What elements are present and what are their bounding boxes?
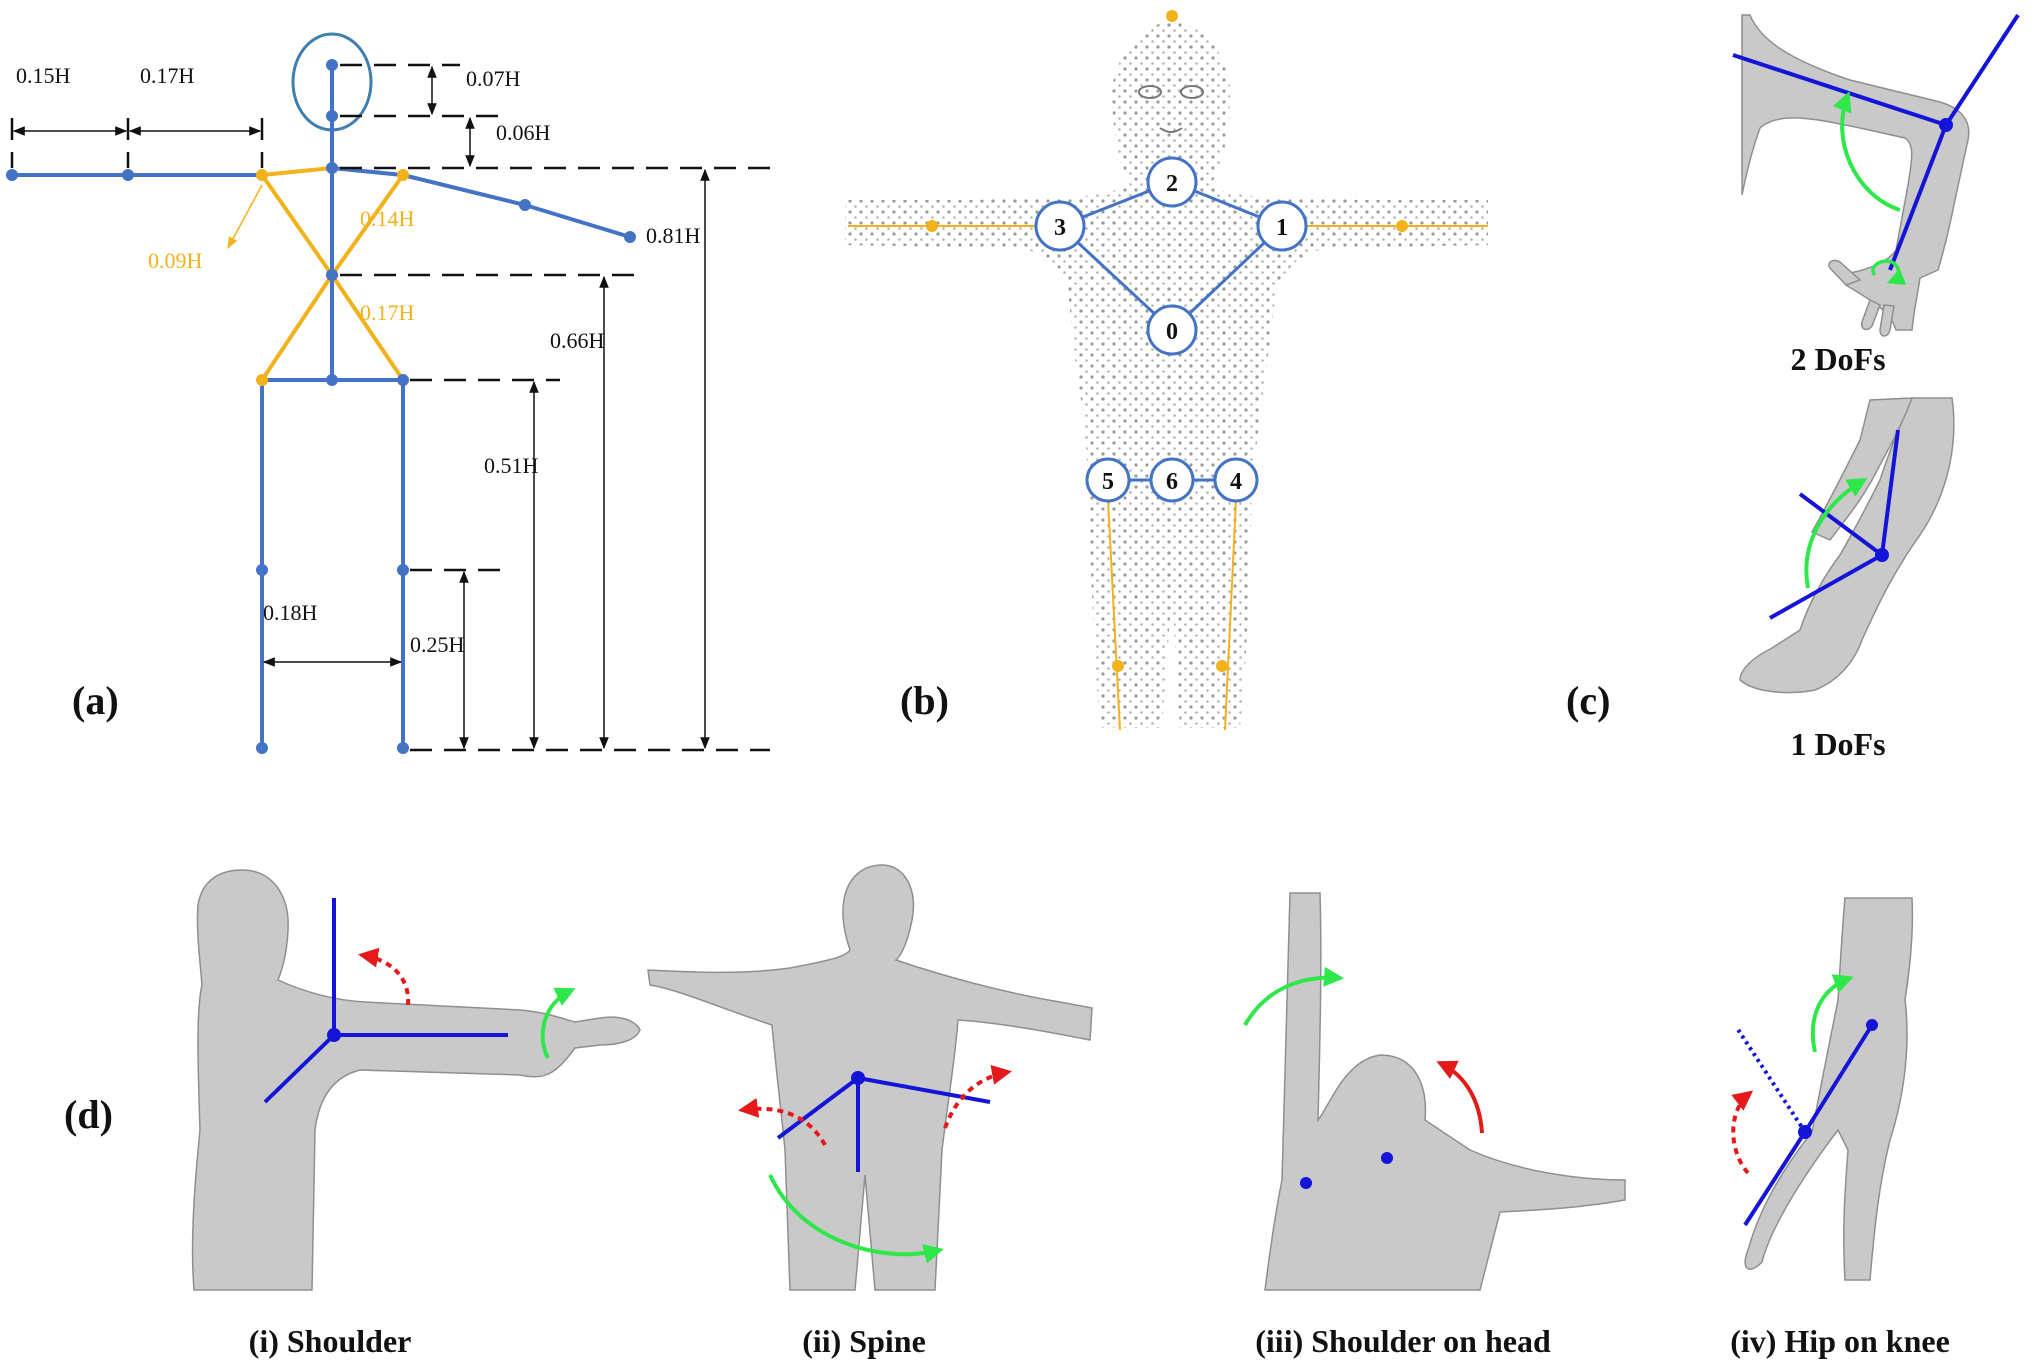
leg-axis-shin (1769, 553, 1883, 620)
spine-joint (851, 1071, 865, 1085)
shoulder-head-joint-left (1300, 1177, 1312, 1189)
shoulder-joint (327, 1028, 341, 1042)
hip-knee-joint-upper (1866, 1019, 1878, 1031)
point-cloud-body (845, 22, 1488, 728)
panel-label-a: (a) (72, 678, 119, 723)
spine-axis-left (776, 1076, 860, 1140)
green-arc-elbow (1832, 91, 1901, 212)
label-0-15h: 0.15H (16, 63, 71, 88)
caption-shoulder: (i) Shoulder (249, 1323, 412, 1359)
panel-label-d: (d) (64, 1092, 113, 1137)
spine-body-mesh (647, 864, 1093, 1291)
joint-label-3: 3 (1054, 215, 1066, 241)
label-0-14h: 0.14H (360, 206, 415, 231)
hip-knee-axis-leg (1743, 1130, 1807, 1227)
label-0-09h: 0.09H (148, 248, 203, 273)
figure-hip-on-knee: (iv) Hip on knee (1730, 897, 1950, 1359)
caption-shoulder-on-head: (iii) Shoulder on head (1255, 1323, 1551, 1359)
yellow-pointer-arrow (227, 184, 263, 250)
hip-knee-axis-dotted (1735, 1026, 1807, 1134)
joint-label-6: 6 (1166, 469, 1178, 495)
label-0-81h: 0.81H (646, 223, 701, 248)
panel-a: 0.15H 0.17H 0.07H 0.06H 0.81H 0.14H 0.09… (6, 32, 770, 754)
panel-b: 0 1 2 3 4 5 6 (b) (845, 10, 1488, 731)
joint-nodes (1034, 156, 1308, 503)
joint-label-0: 0 (1166, 319, 1178, 345)
figure-spine: (ii) Spine (647, 864, 1093, 1359)
yellow-skeleton (260, 166, 405, 382)
leg-axis-thigh (1880, 429, 1900, 556)
arm-axis-forearm (1888, 124, 1948, 271)
label-0-07h: 0.07H (466, 66, 521, 91)
arm-fingers (1828, 259, 1895, 337)
shoulder-axis-diag (263, 1033, 336, 1104)
shoulder-body-mesh (191, 869, 641, 1291)
green-arc-hip (1810, 974, 1854, 1053)
arm-axis-up (1944, 13, 2020, 127)
label-0-18h: 0.18H (263, 600, 318, 625)
panel-label-c: (c) (1566, 678, 1610, 723)
red-arc-head (1436, 1060, 1484, 1134)
panel-c: 2 DoFs 1 DoFs (c) (1566, 13, 2020, 762)
hip-knee-leg-mesh (1744, 897, 1914, 1281)
label-0-17h: 0.17H (140, 63, 195, 88)
caption-hip-on-knee: (iv) Hip on knee (1730, 1323, 1950, 1359)
face-hint (1138, 85, 1204, 133)
panel-d: (d) (i) Shoulder (ii) Spine (64, 864, 1950, 1359)
yellow-limb-lines (848, 225, 1488, 731)
joint-label-5: 5 (1102, 469, 1114, 495)
green-arc-wrist-twist (540, 987, 576, 1059)
green-arc-knee (1804, 477, 1868, 589)
joint-label-2: 2 (1166, 171, 1178, 197)
arm-mesh (1741, 14, 1970, 331)
figure-shoulder-on-head: (iii) Shoulder on head (1243, 892, 1626, 1359)
label-0-25h: 0.25H (410, 632, 465, 657)
hip-knee-joint (1798, 1125, 1812, 1139)
dashed-guides (10, 63, 770, 752)
leg-mesh (1739, 397, 1955, 694)
label-0-06h: 0.06H (496, 120, 551, 145)
caption-spine: (ii) Spine (802, 1323, 926, 1359)
red-arc-hip (1731, 1090, 1754, 1175)
label-2-dofs: 2 DoFs (1790, 341, 1885, 377)
hip-knee-axis-thigh (1803, 1023, 1874, 1134)
shoulder-head-body-mesh (1264, 892, 1626, 1291)
joint-label-4: 4 (1230, 469, 1242, 495)
red-arc-spine-left (738, 1098, 827, 1146)
spine-axis-right (857, 1076, 991, 1104)
red-arc-spine-right (943, 1065, 1012, 1129)
leg-thigh-back (1810, 397, 1914, 541)
skeleton-joints (6, 59, 636, 754)
label-0-51h: 0.51H (484, 453, 539, 478)
figure-shoulder: (i) Shoulder (191, 869, 641, 1359)
green-arc-spine (768, 1174, 944, 1264)
measurement-arrows (12, 65, 710, 750)
arm-axis-upper (1732, 53, 1947, 127)
red-arc-shoulder (358, 947, 411, 1006)
shoulder-head-joint-neck (1381, 1152, 1393, 1164)
elbow-joint (1939, 118, 1953, 132)
green-arc-raised-arm (1243, 966, 1344, 1026)
yellow-endpoints (926, 10, 1408, 672)
label-1-dofs: 1 DoFs (1790, 726, 1885, 762)
joint-label-1: 1 (1276, 215, 1288, 241)
leg-axis-perp (1798, 492, 1884, 557)
label-0-66h: 0.66H (550, 328, 605, 353)
panel-label-b: (b) (900, 678, 949, 723)
knee-joint (1875, 548, 1889, 562)
label-0-17h-yellow: 0.17H (360, 300, 415, 325)
green-arc-wrist (1871, 259, 1907, 285)
